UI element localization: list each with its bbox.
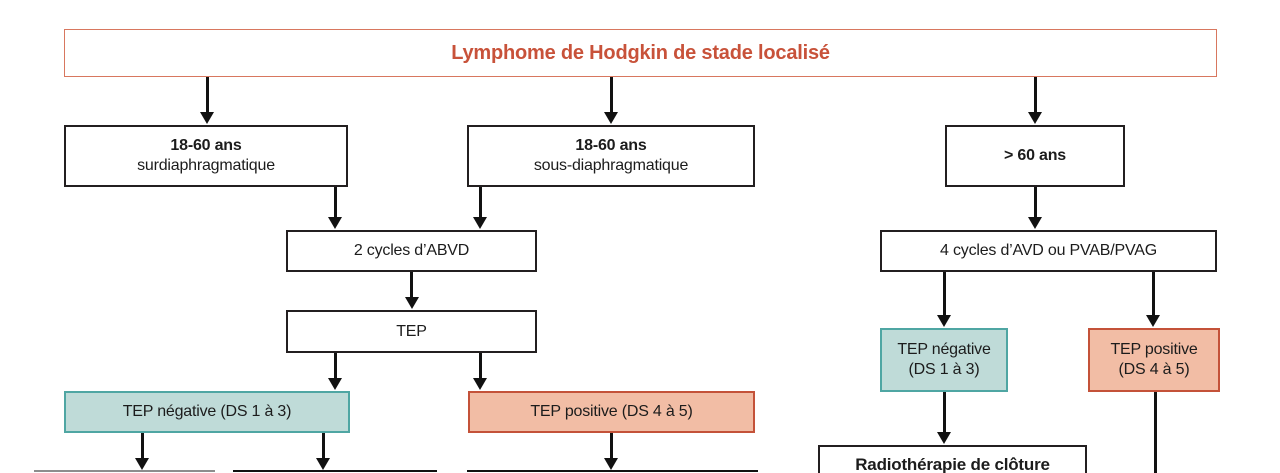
node-label-site: surdiaphragmatique (137, 157, 275, 174)
node-18-60-supradiaphragmatic: 18-60 ans surdiaphragmatique (64, 125, 348, 187)
node-label-age: > 60 ans (1003, 147, 1066, 164)
arrow-title-to-supradiaphragmatic (200, 77, 214, 124)
node-label: 4 cycles d’AVD ou PVAB/PVAG (940, 242, 1157, 259)
arrow-tep-to-negative (328, 353, 342, 390)
arrow-supra-to-abvd (328, 187, 342, 229)
node-label-line2: (DS 1 à 3) (908, 361, 980, 378)
arrow-avd-to-positive (1146, 272, 1160, 327)
node-tep-negative-left: TEP négative (DS 1 à 3) (64, 391, 350, 433)
arrow-negative-left-option1 (135, 433, 149, 470)
node-label: TEP positive (DS 4 à 5) (530, 403, 693, 420)
node-tep-positive-right: TEP positive (DS 4 à 5) (1088, 328, 1220, 392)
arrow-negative-right-to-radiotherapy (937, 392, 951, 444)
arrow-positive-left-down (604, 433, 618, 470)
node-label: TEP négative (DS 1 à 3) (122, 403, 292, 420)
title-box: Lymphome de Hodgkin de stade localisé (64, 29, 1217, 77)
node-radiotherapy: Radiothérapie de clôture (818, 445, 1087, 473)
node-18-60-subdiaphragmatic: 18-60 ans sous-diaphragmatique (467, 125, 755, 187)
arrow-negative-left-option2 (316, 433, 330, 470)
arrow-avd-to-negative (937, 272, 951, 327)
node-label-line1: TEP positive (1110, 341, 1198, 358)
arrow-title-to-over60 (1028, 77, 1042, 124)
node-avd-pvab-pvag: 4 cycles d’AVD ou PVAB/PVAG (880, 230, 1217, 272)
node-label-line2: (DS 4 à 5) (1118, 361, 1190, 378)
cutoff-node-edge-1 (34, 470, 215, 472)
node-tep-positive-left: TEP positive (DS 4 à 5) (468, 391, 755, 433)
arrow-title-to-subdiaphragmatic (604, 77, 618, 124)
node-abvd: 2 cycles d’ABVD (286, 230, 537, 272)
node-label: TEP (396, 322, 427, 340)
arrow-over60-to-avd (1028, 187, 1042, 229)
node-label: Radiothérapie de clôture (855, 455, 1050, 473)
arrow-sub-to-abvd (473, 187, 487, 229)
arrow-abvd-to-tep (404, 272, 419, 309)
node-tep-negative-right: TEP négative (DS 1 à 3) (880, 328, 1008, 392)
node-label-line1: TEP négative (897, 341, 991, 358)
node-over-60: > 60 ans (945, 125, 1125, 187)
node-label-site: sous-diaphragmatique (533, 157, 689, 174)
page-title: Lymphome de Hodgkin de stade localisé (451, 41, 830, 64)
node-label-age: 18-60 ans (575, 137, 647, 154)
arrow-tep-to-positive (473, 353, 487, 390)
node-label-age: 18-60 ans (170, 137, 242, 154)
line-positive-right-down (1153, 392, 1157, 473)
node-tep: TEP (286, 310, 537, 353)
node-label: 2 cycles d’ABVD (353, 242, 470, 259)
cutoff-node-edge-2 (233, 470, 437, 472)
cutoff-node-edge-3 (467, 470, 758, 472)
